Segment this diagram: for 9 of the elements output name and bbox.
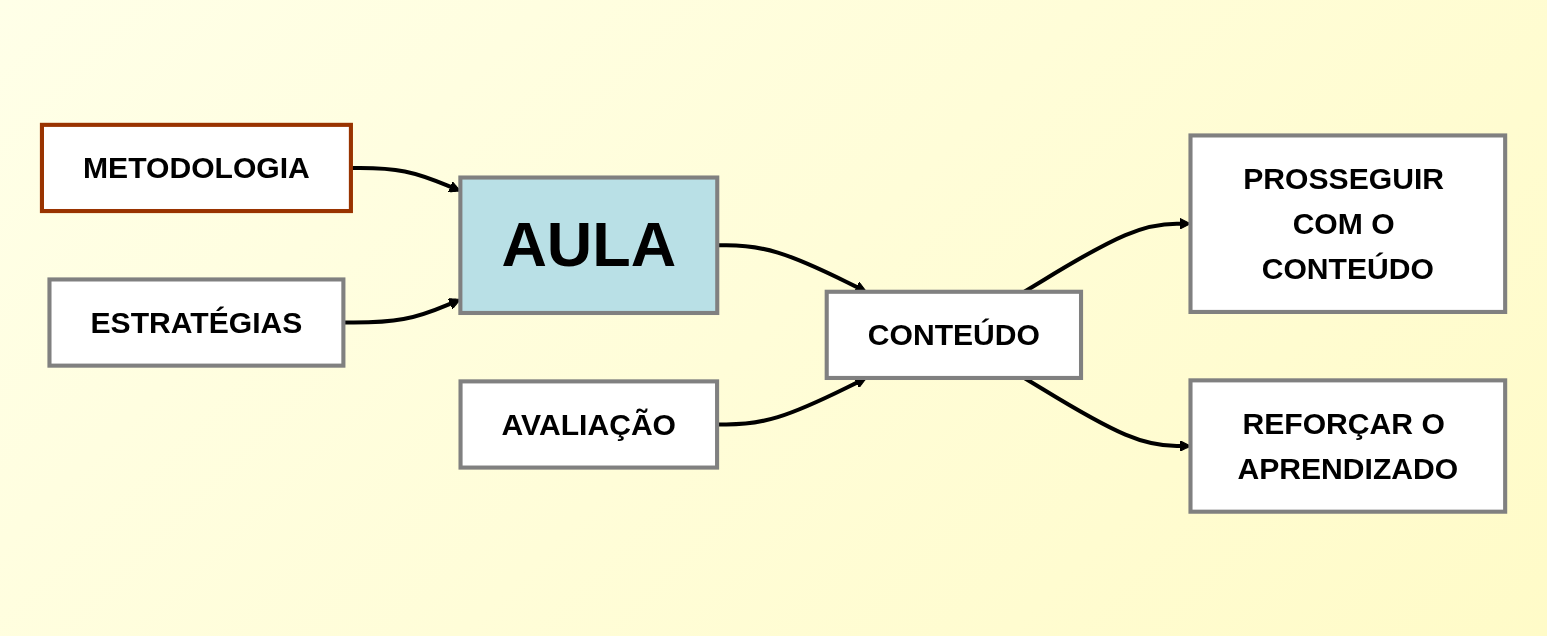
node-box: CONTEÚDO bbox=[824, 289, 1083, 380]
arrow bbox=[717, 242, 867, 293]
node-box: METODOLOGIA bbox=[39, 122, 353, 213]
node-box: PROSSEGUIR COM O CONTEÚDO bbox=[1188, 133, 1508, 314]
node-box: REFORÇAR O APRENDIZADO bbox=[1188, 378, 1508, 514]
node-box: ESTRATÉGIAS bbox=[47, 277, 346, 368]
node-box: AVALIAÇÃO bbox=[458, 379, 720, 470]
arrow bbox=[717, 377, 867, 427]
node-box: AULA bbox=[458, 175, 720, 315]
